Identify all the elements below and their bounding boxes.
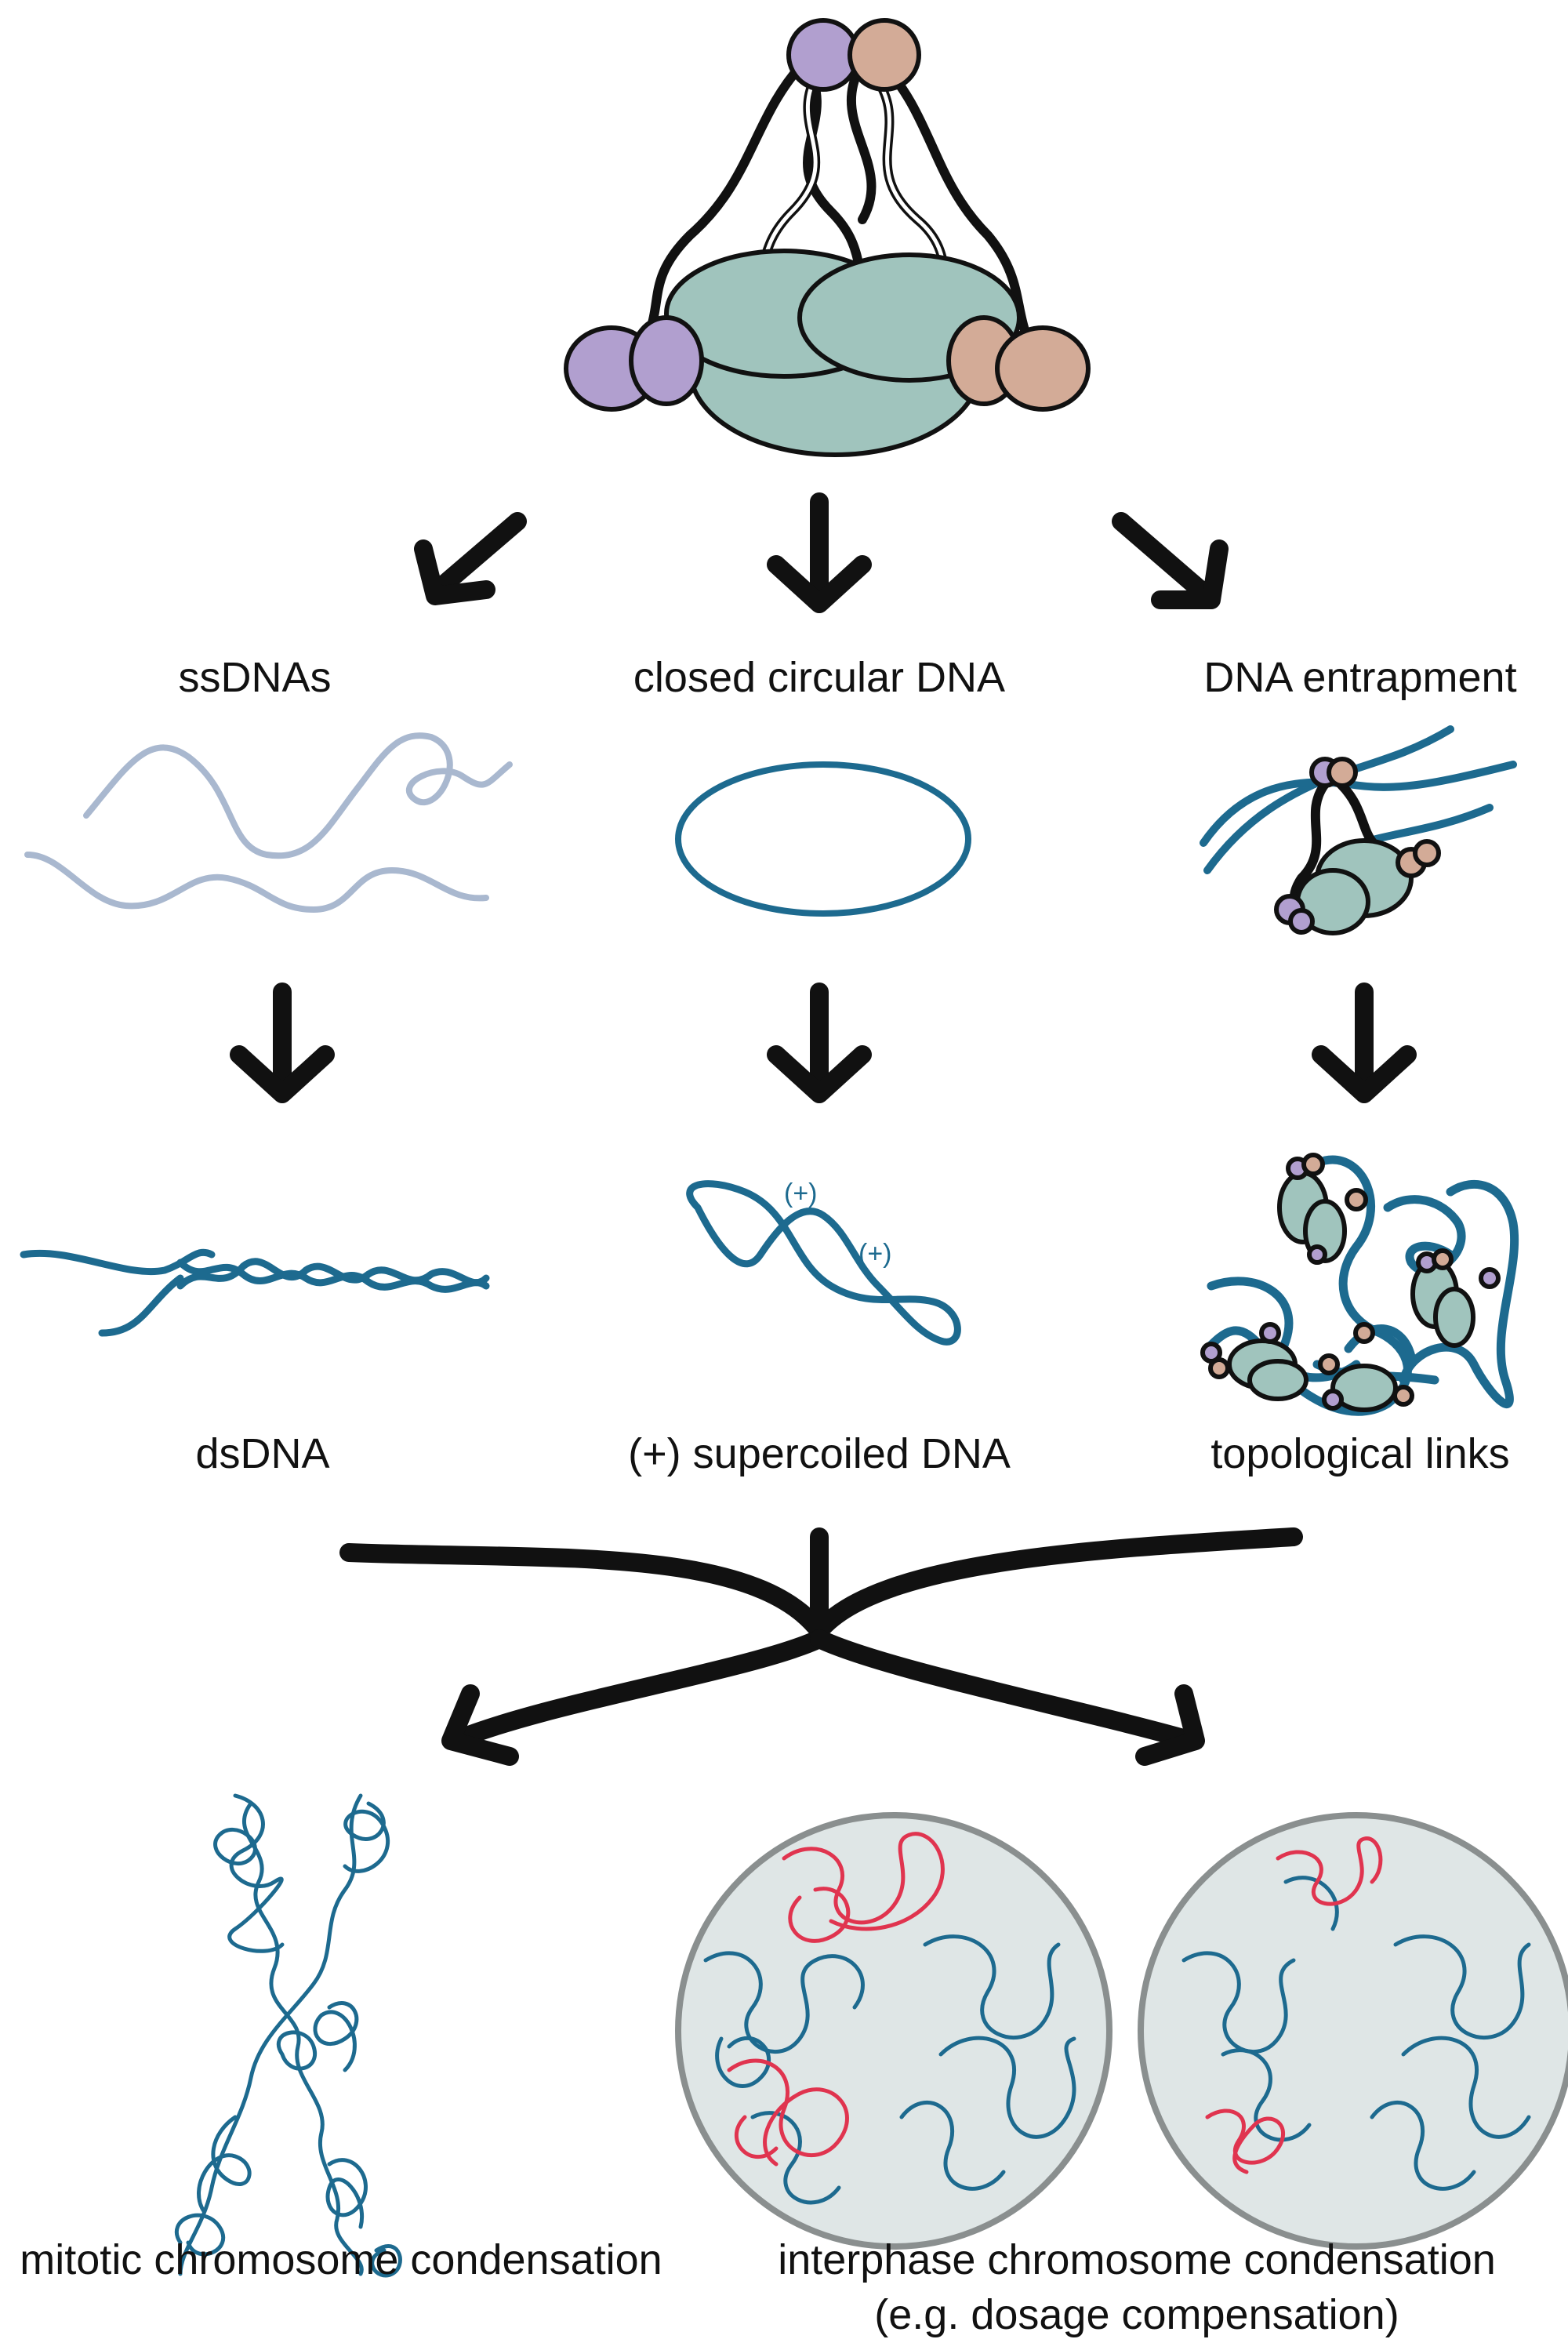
label-dsdna: dsDNA	[195, 1430, 329, 1477]
arrow-to-supercoiled	[767, 982, 872, 1103]
arrow-to-topological	[1312, 982, 1417, 1103]
mitotic-chromosome-illustration	[174, 1793, 402, 2278]
label-ssdnas: ssDNAs	[178, 654, 331, 701]
interphase-nucleus-right	[1138, 1812, 1568, 2250]
topological-links-illustration	[1200, 1153, 1519, 1416]
plus-sign-1: (+)	[784, 1179, 818, 1208]
arrow-to-dsdna	[230, 982, 335, 1103]
merge-arrows	[339, 1527, 1303, 1766]
interphase-nucleus-left	[675, 1812, 1112, 2250]
label-dosage-compensation: (e.g. dosage compensation)	[874, 2291, 1399, 2338]
arrow-to-ssdnas	[414, 512, 527, 605]
ssdna-strands	[24, 732, 513, 913]
label-closed-circular-dna: closed circular DNA	[633, 654, 1005, 701]
closed-circular-dna-loop	[675, 761, 971, 917]
arrow-to-entrapment	[1112, 512, 1229, 609]
plus-sign-2: (+)	[858, 1239, 892, 1269]
arrow-to-closed-circular	[767, 492, 872, 613]
smc-complex-illustration	[564, 18, 1091, 457]
label-mitotic-condensation: mitotic chromosome condensation	[20, 2236, 662, 2283]
supercoiled-dna-figure8: (+) (+)	[686, 1179, 961, 1346]
dna-entrapment-illustration	[1200, 725, 1517, 935]
dsdna-double-helix	[20, 1248, 490, 1337]
label-topological-links: topological links	[1210, 1430, 1509, 1477]
label-interphase-condensation: interphase chromosome condensation	[778, 2236, 1496, 2283]
label-dna-entrapment: DNA entrapment	[1203, 654, 1516, 701]
label-supercoiled-dna: (+) supercoiled DNA	[628, 1430, 1011, 1477]
